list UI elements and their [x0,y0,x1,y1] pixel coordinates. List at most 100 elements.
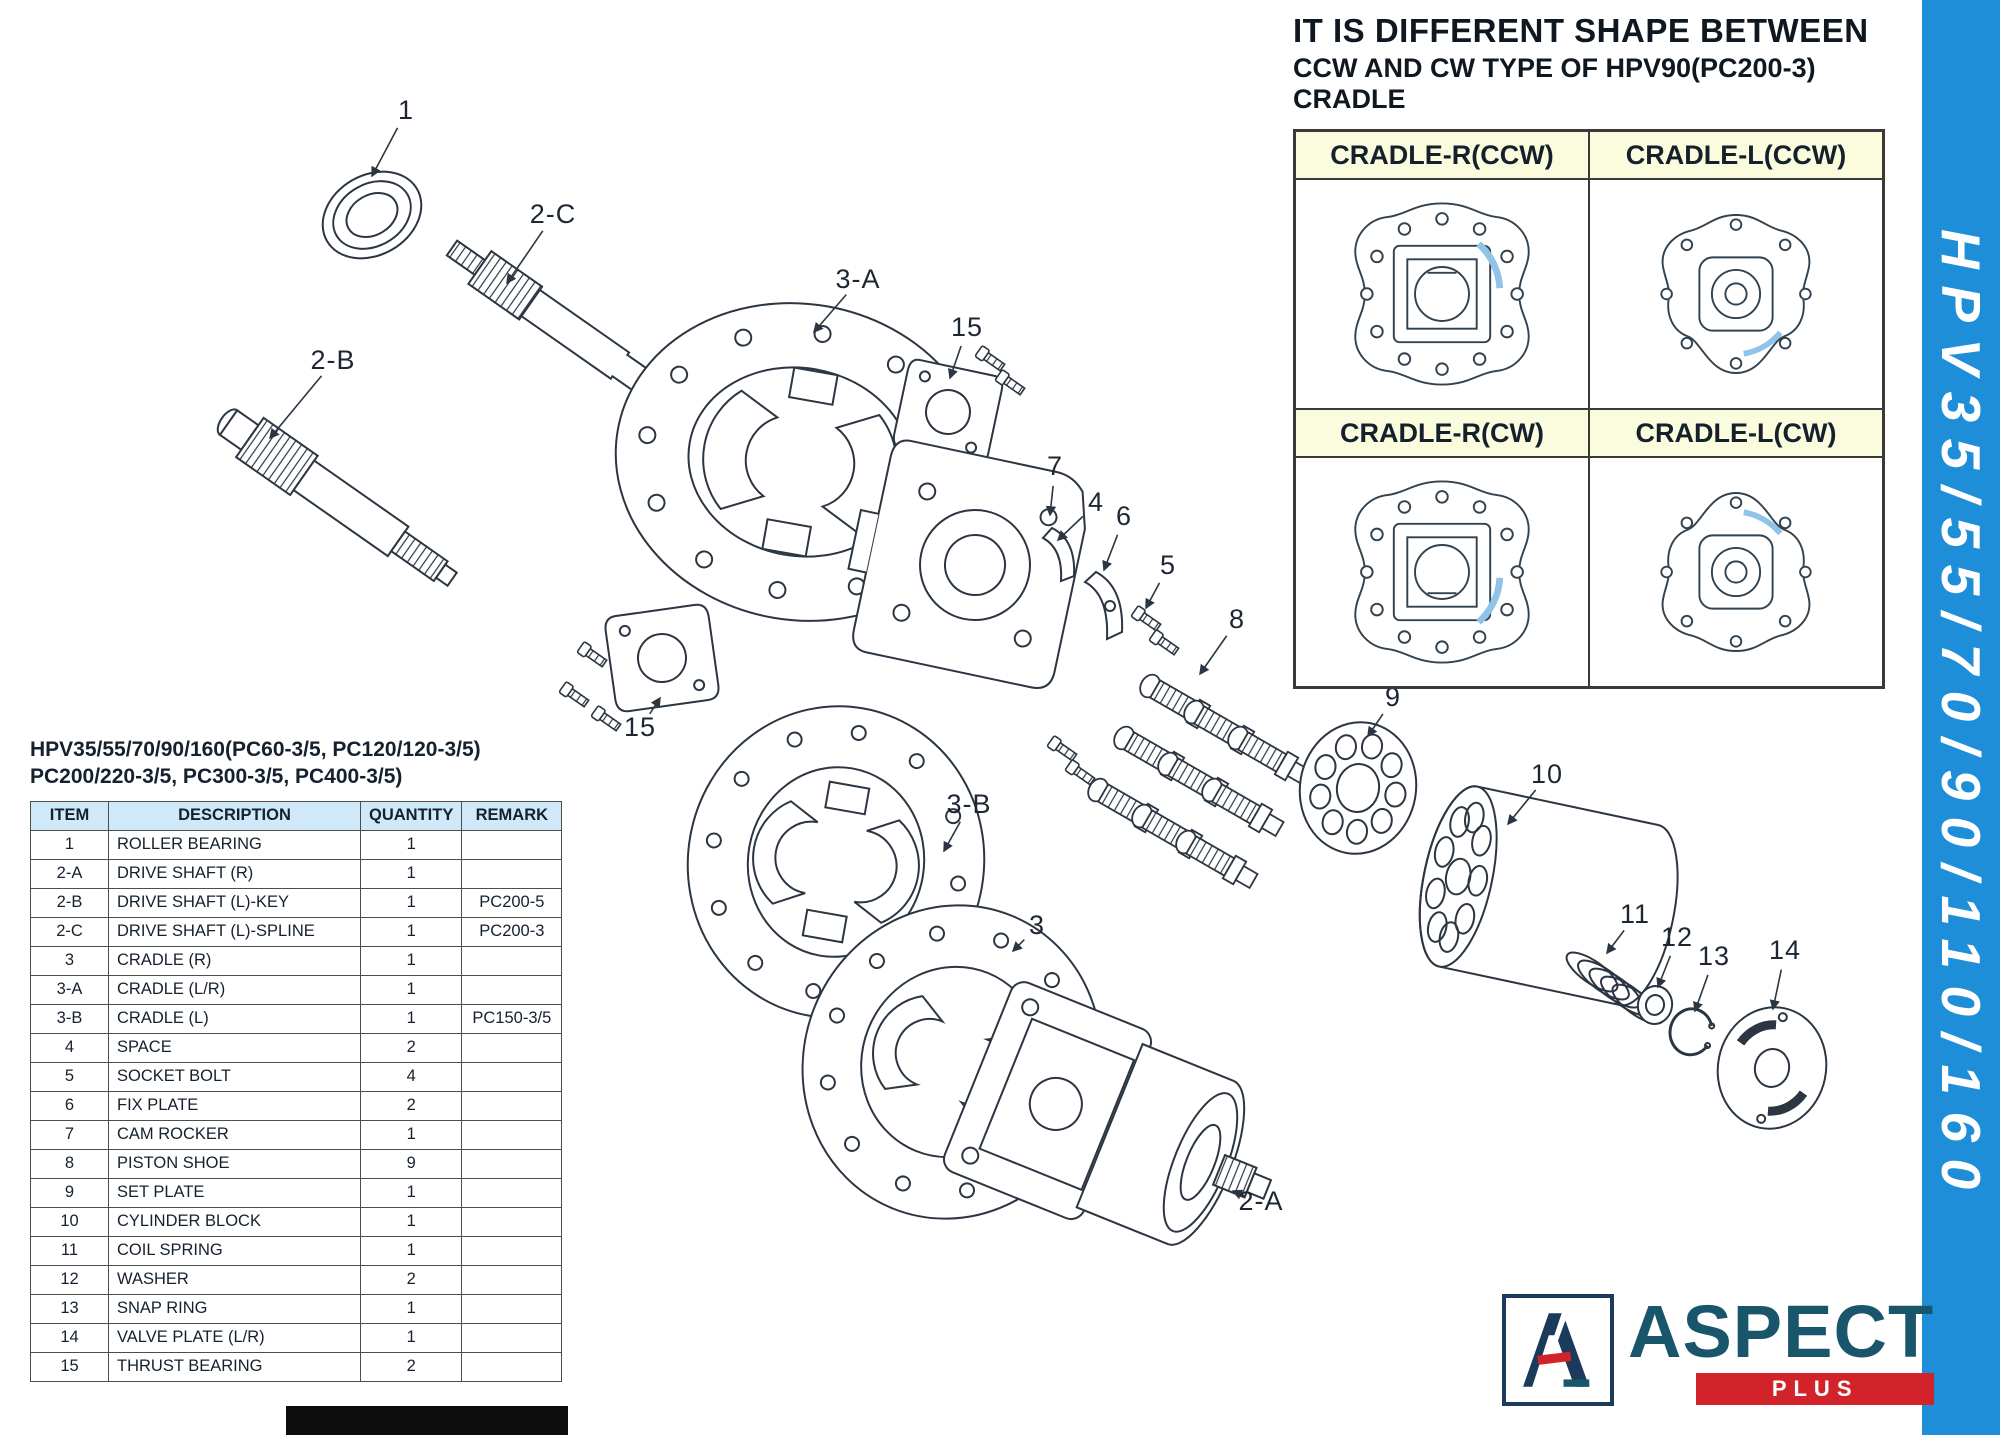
logo-text: ASPECT PLUS [1628,1290,1935,1405]
cradle-drawing-r-ccw [1295,179,1589,409]
part-cam-rocker [847,439,1086,689]
table-cell: DRIVE SHAFT (R) [108,858,361,889]
logo-plus-text: PLUS [1771,1376,1859,1401]
table-cell: PISTON SHOE [108,1148,361,1179]
cradle-panel-subtitle: CCW AND CW TYPE OF HPV90(PC200-3) CRADLE [1293,53,1816,114]
table-cell: 15 [30,1351,109,1382]
brand-logo: ASPECT PLUS [1502,1290,1935,1406]
table-cell: 9 [359,1148,463,1179]
cradle-r-cw-drawing [1336,466,1548,678]
table-cell: 1 [359,945,463,976]
table-cell: PC200-5 [461,887,563,918]
table-cell: 6 [30,1090,109,1121]
table-cell [461,1322,563,1353]
table-cell [461,945,563,976]
cradle-grid: CRADLE-R(CCW) CRADLE-L(CCW) CRADLE-R(CW)… [1293,129,1885,689]
table-cell: 5 [30,1061,109,1092]
table-cell [461,1177,563,1208]
cradle-r-ccw-drawing [1336,188,1548,400]
table-cell: 2-C [30,916,109,947]
table-cell: 13 [30,1293,109,1324]
table-cell: 1 [359,829,463,860]
table-cell: 8 [30,1148,109,1179]
logo-plus-badge: PLUS [1696,1373,1935,1405]
side-banner-text: HPV35/55/70/90/110/160 [1930,229,1992,1206]
table-cell: 2 [359,1351,463,1382]
table-cell: PC200-3 [461,916,563,947]
cradle-header-r-ccw: CRADLE-R(CCW) [1295,131,1589,179]
table-cell: CRADLE (R) [108,945,361,976]
parts-list-title-line1: HPV35/55/70/90/160(PC60-3/5, PC120/120-3… [30,738,481,761]
table-cell: 1 [359,1119,463,1150]
cradle-header-l-ccw: CRADLE-L(CCW) [1589,131,1883,179]
table-cell: 12 [30,1264,109,1295]
side-banner: HPV35/55/70/90/110/160 [1922,0,2000,1435]
table-cell: DRIVE SHAFT (L)-KEY [108,887,361,918]
table-cell [461,858,563,889]
table-cell: 1 [359,1293,463,1324]
column-header: DESCRIPTION [108,800,361,831]
parts-list-title-line2: PC200/220-3/5, PC300-3/5, PC400-3/5) [30,765,403,789]
table-cell: VALVE PLATE (L/R) [108,1322,361,1353]
cradle-comparison-panel: IT IS DIFFERENT SHAPE BETWEEN CCW AND CW… [1293,12,1885,689]
table-cell [461,829,563,860]
table-cell [461,1061,563,1092]
part-cradle-r-assembly [801,904,1273,1246]
column-header: ITEM [30,800,109,831]
cradle-header-l-cw: CRADLE-L(CW) [1589,409,1883,457]
table-cell: 3 [30,945,109,976]
cradle-drawing-l-cw [1589,457,1883,687]
table-cell: WASHER [108,1264,361,1295]
table-cell [461,1264,563,1295]
table-cell: CRADLE (L) [108,1003,361,1034]
table-cell: CYLINDER BLOCK [108,1206,361,1237]
table-cell [461,1351,563,1382]
part-roller-bearing [321,170,423,260]
table-cell: 4 [30,1032,109,1063]
table-cell: 2 [359,1264,463,1295]
cradle-header-r-cw: CRADLE-R(CW) [1295,409,1589,457]
logo-brand-text: ASPECT [1628,1290,1935,1373]
table-cell [461,1090,563,1121]
table-cell: THRUST BEARING [108,1351,361,1382]
table-cell: 2 [359,1032,463,1063]
table-cell: 2-A [30,858,109,889]
table-cell: ROLLER BEARING [108,829,361,860]
table-cell: SNAP RING [108,1293,361,1324]
cradle-drawing-r-cw [1295,457,1589,687]
table-cell: 1 [359,916,463,947]
table-cell: 11 [30,1235,109,1266]
table-cell: 2 [359,1090,463,1121]
table-cell: 1 [359,887,463,918]
table-cell: 1 [359,1322,463,1353]
table-cell: DRIVE SHAFT (L)-SPLINE [108,916,361,947]
table-cell [461,974,563,1005]
table-cell: 3-A [30,974,109,1005]
cradle-l-ccw-drawing [1630,188,1842,400]
table-cell: 9 [30,1177,109,1208]
table-cell: 1 [359,974,463,1005]
table-cell [461,1119,563,1150]
table-cell: 14 [30,1322,109,1353]
redaction-bar [286,1406,568,1435]
table-cell: 1 [30,829,109,860]
part-drive-shaft-r [1211,1153,1273,1200]
